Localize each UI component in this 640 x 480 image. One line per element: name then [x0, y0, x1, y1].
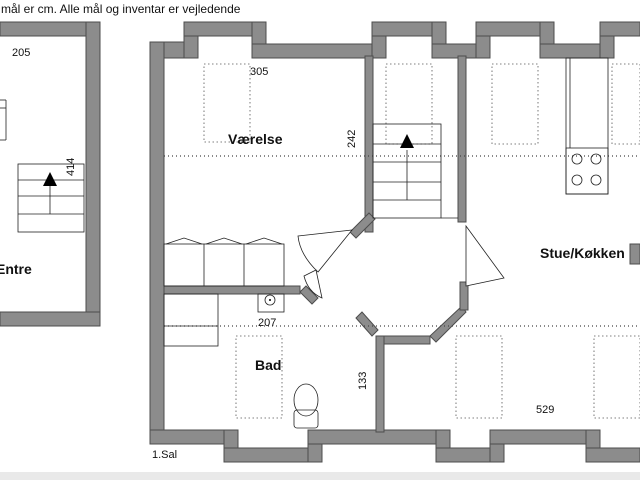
toilet-icon [293, 383, 319, 429]
floor-label: 1.Sal [152, 449, 177, 461]
kitchen-counter [565, 57, 609, 195]
door-swing [297, 229, 353, 273]
dim-305: 305 [250, 66, 268, 78]
dim-529: 529 [536, 404, 554, 416]
header-note: mål er cm. Alle mål og inventar er vejle… [1, 2, 241, 16]
room-label-vaerelse: Værelse [228, 131, 283, 147]
dim-133: 133 [357, 372, 369, 390]
door-swing [303, 269, 323, 299]
stair-arrow-icon [43, 172, 57, 186]
room-label-bad: Bad [255, 357, 281, 373]
room-label-stue-koekken: Stue/Køkken [540, 245, 625, 261]
main-stair [372, 123, 458, 219]
entre-stair [17, 163, 85, 233]
stair-arrow-icon [400, 134, 414, 148]
room-label-entre: Entre [0, 261, 32, 277]
main-plan: Værelse Stue/Køkken Bad 305 242 207 133 … [149, 21, 640, 463]
hob-burner-icon [571, 174, 583, 186]
wardrobe [163, 237, 285, 287]
door-swing [465, 224, 505, 287]
hob-burner-icon [590, 174, 602, 186]
hob-burner-icon [590, 153, 602, 165]
dim-207: 207 [258, 317, 276, 329]
bottom-bar [0, 472, 640, 480]
sink-icon [257, 293, 285, 313]
dim-242: 242 [346, 130, 358, 148]
dim-414: 414 [65, 158, 77, 176]
hob-burner-icon [571, 153, 583, 165]
entre-plan: 205 414 Entre [0, 21, 101, 327]
dim-205: 205 [12, 47, 30, 59]
